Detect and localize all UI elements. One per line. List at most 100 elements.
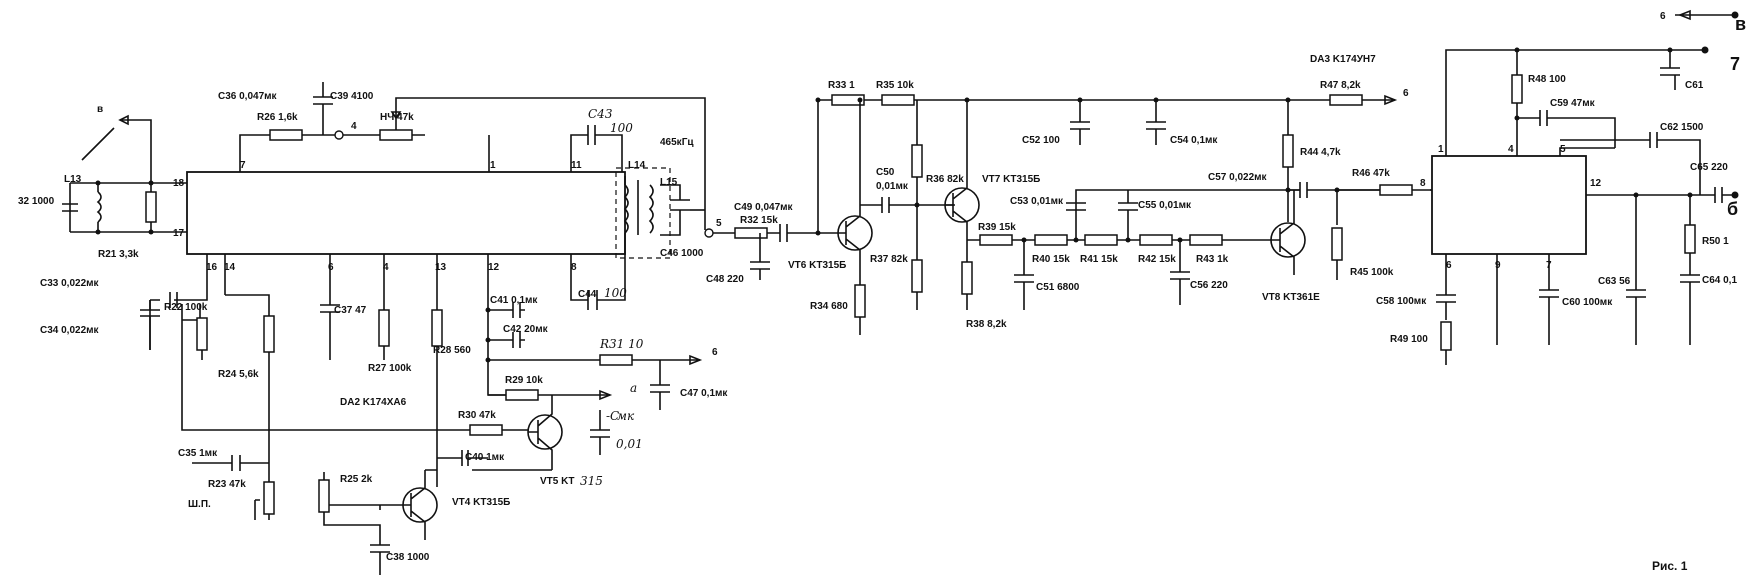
da3-pin-5: 5 [1560, 144, 1566, 155]
da2-pin-14: 14 [224, 262, 236, 273]
c64-label: C64 0,1 [1702, 275, 1737, 286]
r39-label: R39 15k [978, 222, 1016, 233]
node-6-top: 6 [1660, 11, 1666, 22]
da2-pin-17: 17 [173, 228, 185, 239]
r33-label: R33 1 [828, 80, 855, 91]
r22-label: R22 100k [164, 302, 208, 313]
input-circuit: в L13 32 1000 R21 3,3k [18, 104, 187, 260]
figure-caption: Рис. 1 [1652, 559, 1688, 573]
da3-pin-12: 12 [1590, 178, 1602, 189]
c60-label: C60 100мк [1562, 297, 1613, 308]
r32-label: R32 15k [740, 215, 778, 226]
da2-pin-4: 4 [383, 262, 389, 273]
r48-label: R48 100 [1528, 74, 1566, 85]
da3-pin-4: 4 [1508, 144, 1514, 155]
c50-label-a: C50 [876, 167, 895, 178]
da3-pin-1: 1 [1438, 144, 1444, 155]
c33-label: C33 0,022мк [40, 278, 100, 289]
node-4: 4 [351, 121, 357, 132]
r43-label: R43 1k [1196, 254, 1229, 265]
if-freq-label: 465кГц [660, 137, 694, 148]
c36-label: C36 0,047мк [218, 91, 278, 102]
c44-value-hand: 100 [604, 286, 627, 300]
c57-label: C57 0,022мк [1208, 172, 1268, 183]
c38-label: C38 1000 [386, 552, 430, 563]
cmk2-hand: мк [617, 409, 635, 423]
da3-pin-6: 6 [1446, 260, 1452, 271]
c42-label: C42 20мк [503, 324, 549, 335]
supply-decoupling: C52 100 C54 0,1мк R47 8,2k 6 DA3 K174УН7 [1022, 54, 1409, 146]
r34-label: R34 680 [810, 301, 848, 312]
r46-label: R46 47k [1352, 168, 1390, 179]
da2-pin-11: 11 [571, 160, 582, 171]
r47-label: R47 8,2k [1320, 80, 1361, 91]
vt6-vt7-stage: 5 R32 15k C49 0,047мк C48 220 R33 1 R35 … [704, 80, 1310, 335]
node-a-hand: a [630, 381, 637, 395]
r50-label: R50 1 [1702, 236, 1729, 247]
c61-label: C61 [1685, 80, 1704, 91]
da3-chip: 1 4 5 8 12 6 9 7 [1420, 144, 1602, 271]
r36-label: R36 82k [926, 174, 964, 185]
da2-label: DA2 K174XA6 [340, 397, 407, 408]
c53-label: C53 0,01мк [1010, 196, 1064, 207]
agc-circuit: C33 0,022мк C34 0,022мк R22 100k R24 5,6… [40, 254, 437, 475]
c50-label-b: 0,01мк [876, 181, 909, 192]
r28-label: R28 560 [433, 345, 471, 356]
c58-label: C58 100мк [1376, 296, 1427, 307]
l15-label: L15 [660, 177, 678, 188]
c51-label: C51 6800 [1036, 282, 1080, 293]
da2-pin-7: 7 [240, 160, 246, 171]
da3-label: DA3 K174УН7 [1310, 54, 1376, 65]
vt5-label: VT5 KT [540, 476, 574, 487]
r27-label: R27 100k [368, 363, 412, 374]
r21-label: R21 3,3k [98, 249, 139, 260]
c62-label: C62 1500 [1660, 122, 1704, 133]
r38-label: R38 8,2k [966, 319, 1007, 330]
node-b-right: в [1735, 14, 1746, 34]
vt7-label: VT7 KT315Б [982, 174, 1040, 185]
c34-label: C34 0,022мк [40, 325, 100, 336]
c55-label: C55 0,01мк [1138, 200, 1192, 211]
r40-label: R40 15k [1032, 254, 1070, 265]
da2-pin-12: 12 [488, 262, 500, 273]
node-7: 7 [1730, 54, 1740, 74]
r23-label: R23 47k [208, 479, 246, 490]
da2-top-circuit: C36 0,047мк C39 4100 R26 1,6k 4 НЧ 47k [218, 82, 706, 230]
c54-label: C54 0,1мк [1170, 135, 1218, 146]
vt5-hand-label: 315 [580, 474, 603, 488]
r42-label: R42 15k [1138, 254, 1176, 265]
c56-label: C56 220 [1190, 280, 1228, 291]
c63-label: C63 56 [1598, 276, 1631, 287]
r45-label: R45 100k [1350, 267, 1394, 278]
c43-hand-label: C43 [588, 107, 613, 121]
r29-label: R29 10k [505, 375, 543, 386]
c32-label: 32 1000 [18, 196, 55, 207]
c43-value-hand: 100 [610, 121, 633, 135]
r44-label: R44 4,7k [1300, 147, 1341, 158]
vt4-stage: C40 1мк VT4 KT315Б C35 1мк R23 47k Ш.П. … [178, 448, 510, 575]
da2-pin-8: 8 [571, 262, 577, 273]
c41-label: C41 0,1мк [490, 295, 538, 306]
r49-label: R49 100 [1390, 334, 1428, 345]
c001-hand: 0,01 [616, 437, 643, 451]
da3-pin-8: 8 [1420, 178, 1426, 189]
da2-pin-1: 1 [490, 160, 496, 171]
da2-bottom-circuit: C37 47 R27 100k R28 560 C41 0,1мк C42 20… [320, 254, 728, 487]
node-6-right: б [1727, 199, 1738, 219]
c52-label: C52 100 [1022, 135, 1060, 146]
node-v-top: в [97, 104, 103, 115]
l13-label: L13 [64, 174, 82, 185]
c65-label: C65 220 [1690, 162, 1728, 173]
r41-label: R41 15k [1080, 254, 1118, 265]
vt6-label: VT6 KT315Б [788, 260, 846, 271]
r37-label: R37 82k [870, 254, 908, 265]
c39-label: C39 4100 [330, 91, 374, 102]
r30-label: R30 47k [458, 410, 496, 421]
c49-label: C49 0,047мк [734, 202, 794, 213]
da3-circuit: R48 100 C59 47мк C62 1500 C61 C65 220 R5… [1376, 9, 1746, 365]
if-filter: L14 L15 465кГц C43 100 C44 100 C46 1000 [570, 107, 705, 310]
da2-pin-6: 6 [328, 262, 334, 273]
vt8-stage: R44 4,7k C57 0,022мк VT8 KT361E [1208, 97, 1370, 303]
vt5-stage: R30 47k VT5 KT 315 -C мк 0,01 [437, 395, 643, 488]
node-6b: 6 [1403, 88, 1409, 99]
